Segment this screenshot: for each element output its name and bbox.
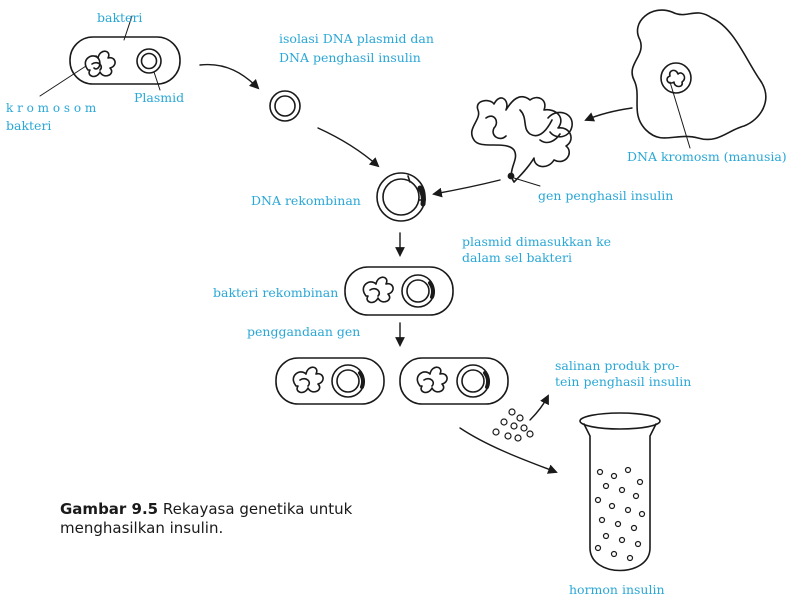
flow-arrows: [199, 63, 633, 474]
label-kromosom-bakteri: bakteri: [6, 118, 52, 133]
label-salinan-line1: salinan produk pro-: [555, 358, 680, 373]
label-plasmid: Plasmid: [134, 90, 185, 105]
isolated-plasmid: [269, 90, 301, 122]
label-salinan-line2: tein penghasil insulin: [555, 374, 692, 389]
label-dna-rekombinan: DNA rekombinan: [251, 193, 361, 208]
label-isolasi-line1: isolasi DNA plasmid dan: [279, 31, 434, 46]
bacterium-original: [69, 36, 181, 85]
leader-lines: [39, 15, 691, 187]
recombinant-dna: [376, 172, 426, 222]
figure-number: Gambar 9.5: [60, 500, 159, 518]
insulin-protein-dots: [492, 408, 534, 442]
label-isolasi-line2: DNA penghasil insulin: [279, 50, 421, 65]
label-dna-kromosom: DNA kromosm (manusia): [627, 149, 787, 164]
figure-caption: Gambar 9.5 Rekayasa genetika untuk mengh…: [60, 500, 360, 538]
label-plasmid-dimasukkan-line2: dalam sel bakteri: [462, 250, 572, 265]
label-penggandaan-gen: penggandaan gen: [247, 324, 361, 339]
daughter-bacterium-right: [399, 357, 509, 405]
label-hormon-insulin: hormon insulin: [569, 582, 665, 597]
extracted-dna: [471, 95, 573, 183]
recombinant-bacterium: [344, 266, 454, 316]
human-cell: [631, 9, 767, 141]
label-gen-penghasil: gen penghasil insulin: [538, 188, 674, 203]
figure-caption-text: Rekayasa genetika untuk menghasilkan ins…: [60, 500, 353, 537]
label-bakteri: bakteri: [97, 10, 143, 25]
label-bakteri-rekombinan: bakteri rekombinan: [213, 285, 339, 300]
daughter-bacterium-left: [275, 357, 385, 405]
label-kromosom: k r o m o s o m: [6, 101, 97, 115]
test-tube: [579, 412, 661, 572]
label-plasmid-dimasukkan-line1: plasmid dimasukkan ke: [462, 234, 612, 249]
